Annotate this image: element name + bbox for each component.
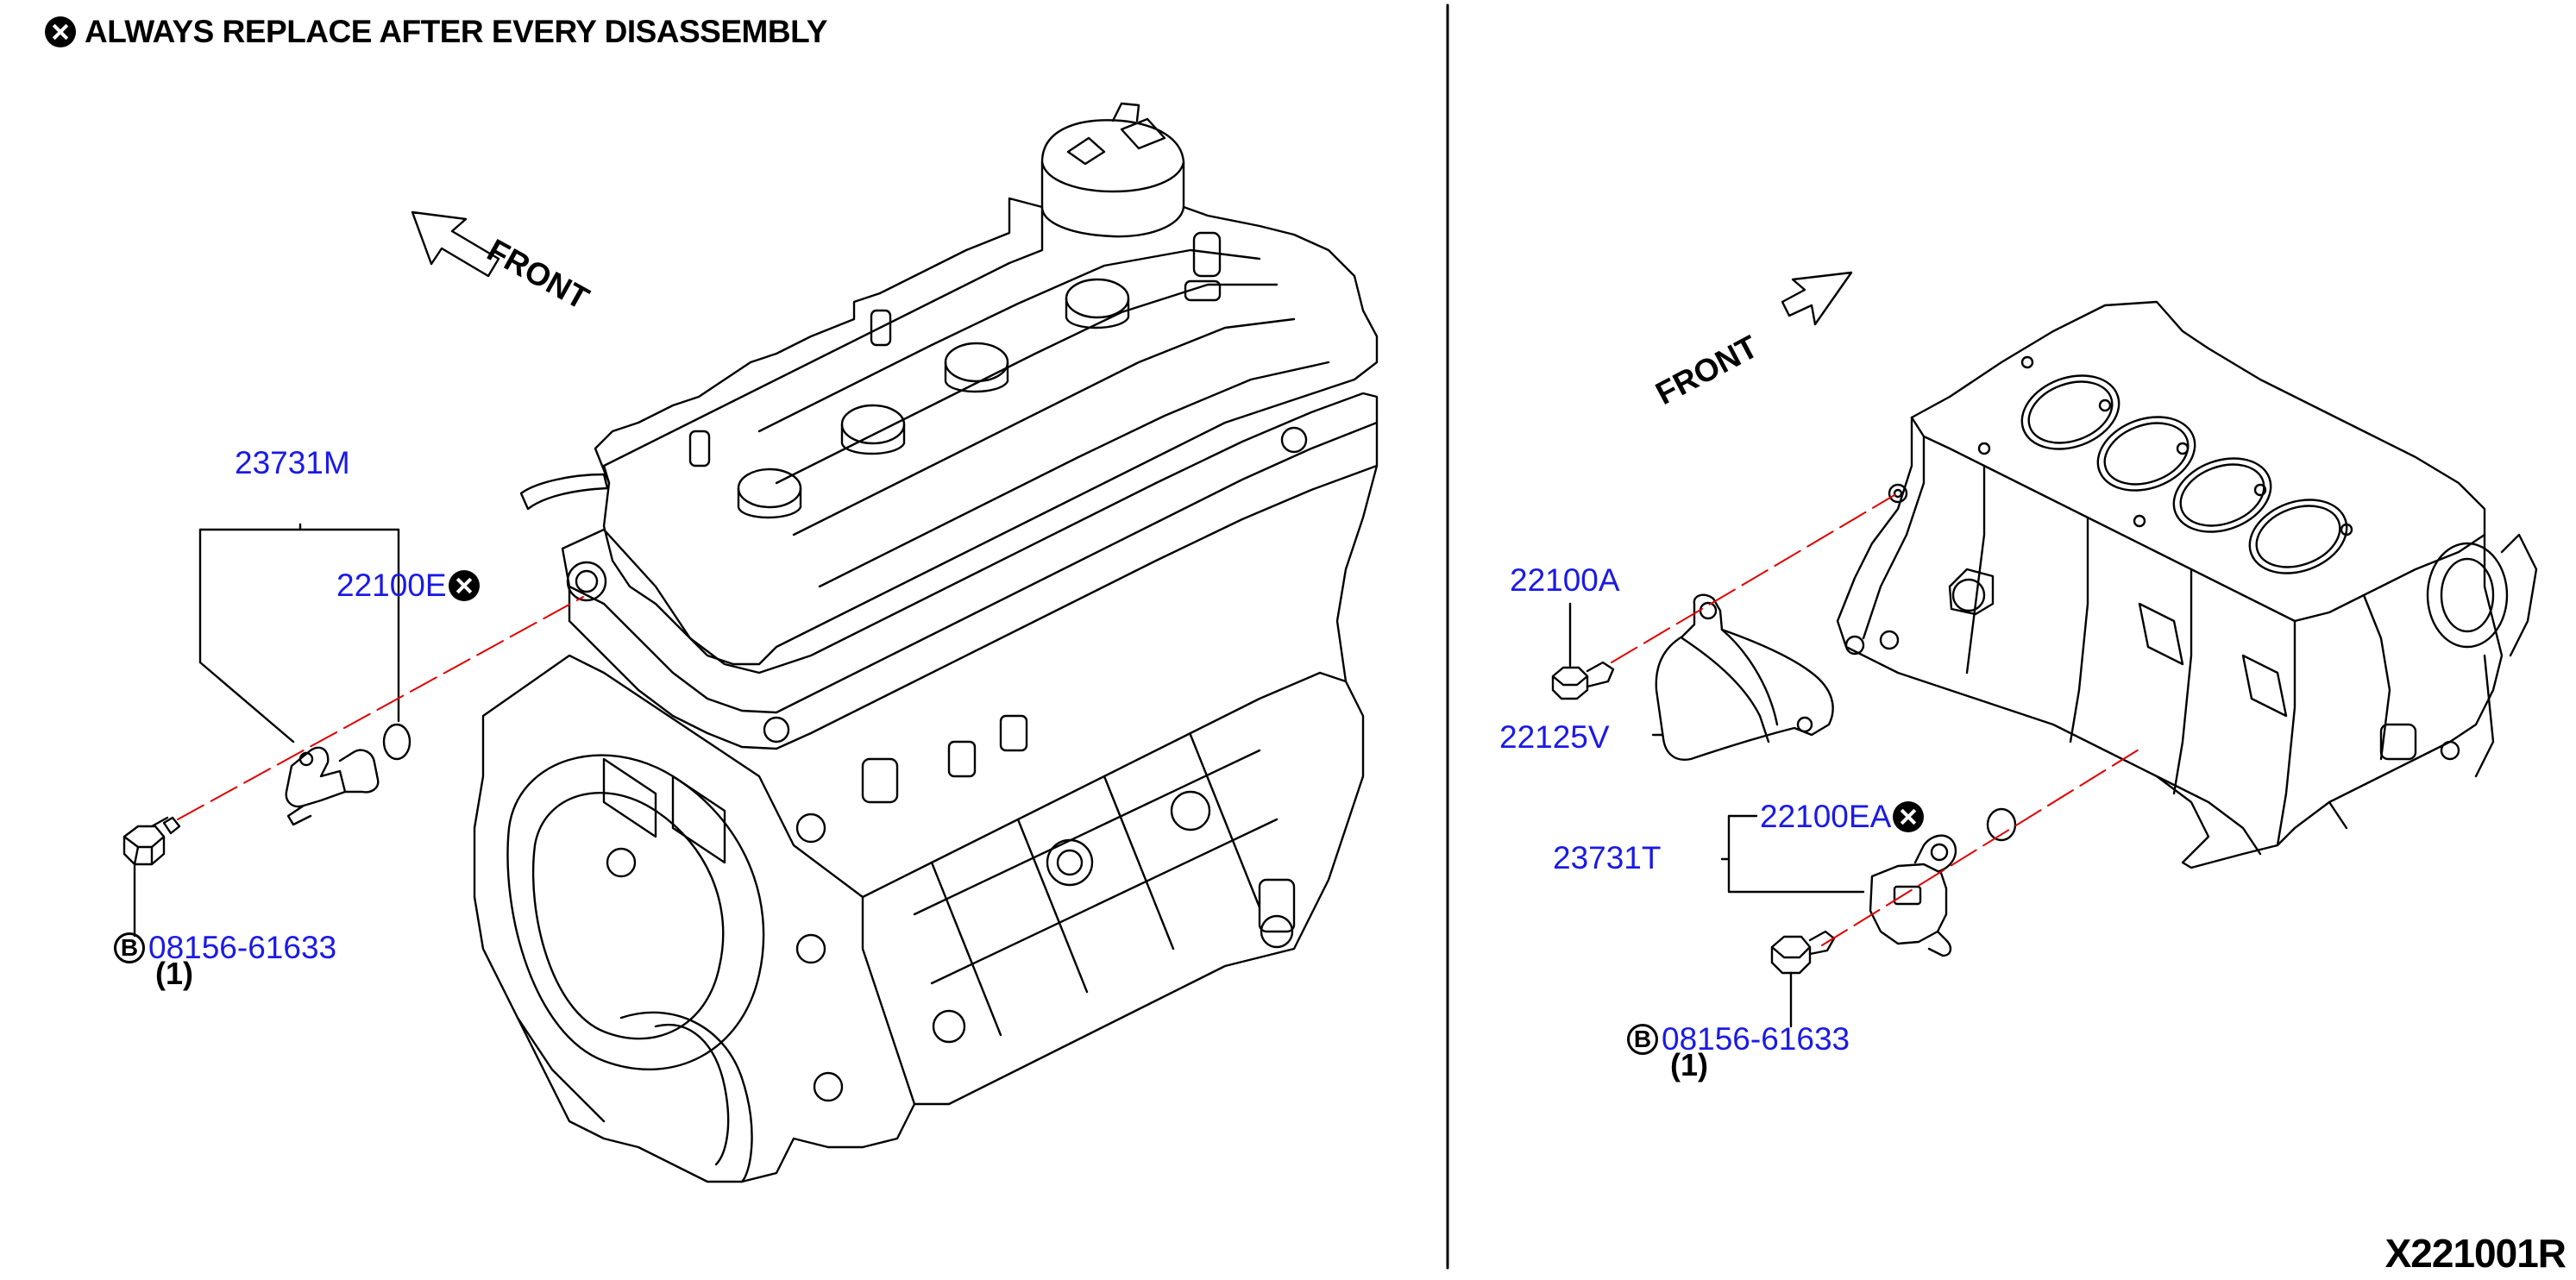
- replace-note-text: ALWAYS REPLACE AFTER EVERY DISASSEMBLY: [85, 14, 827, 49]
- replace-symbol-icon: [1893, 801, 1925, 832]
- camshaft-sensor-left-drawing: [285, 746, 380, 826]
- part-label-22100e: 22100E: [336, 568, 480, 604]
- camshaft-sensor-right-drawing: [1869, 834, 1957, 957]
- part-label-22100ea: 22100EA: [1760, 799, 1925, 835]
- part-number-23731m[interactable]: 23731M: [235, 445, 350, 480]
- part-number-23731t[interactable]: 23731T: [1553, 840, 1662, 875]
- replace-note: ALWAYS REPLACE AFTER EVERY DISASSEMBLY: [45, 14, 827, 50]
- engine-assembly-drawing: [473, 102, 1379, 1183]
- cylinder-block-drawing: [1836, 300, 2538, 869]
- bolt-marker-b-icon: B: [114, 932, 145, 963]
- leader-bracket-23731m: [198, 523, 400, 744]
- bolt-right-drawing: [1770, 930, 1836, 975]
- assembly-path-right-lower: [1821, 746, 2144, 946]
- part-number-bolt-left[interactable]: 08156-61633: [148, 930, 337, 965]
- part-number-22125v[interactable]: 22125V: [1499, 719, 1610, 755]
- part-label-bolt-left: B 08156-61633: [114, 930, 336, 966]
- bolt-marker-b-icon: B: [1627, 1024, 1658, 1055]
- part-number-22100e[interactable]: 22100E: [336, 568, 447, 603]
- part-number-bolt-right[interactable]: 08156-61633: [1662, 1021, 1850, 1057]
- bolt-quantity-right: (1): [1670, 1047, 1708, 1082]
- bolt-22100a-drawing: [1551, 661, 1615, 700]
- assembly-path-right-upper: [1611, 494, 1895, 663]
- assembly-path-left: [177, 596, 584, 820]
- front-label-right: FRONT: [1650, 329, 1764, 411]
- part-number-22100ea[interactable]: 22100EA: [1760, 799, 1892, 834]
- part-number-22100a[interactable]: 22100A: [1510, 562, 1620, 598]
- part-label-bolt-right: B 08156-61633: [1627, 1021, 1850, 1057]
- front-label-left: FRONT: [481, 232, 595, 317]
- o-ring-right-drawing: [1986, 807, 2017, 842]
- leader-bracket-23731t: [1720, 814, 1865, 894]
- replace-symbol-icon: [448, 570, 480, 601]
- sensor-bracket-drawing: [1655, 593, 1834, 761]
- front-arrow-left-icon: [411, 210, 500, 278]
- replace-symbol-icon: [45, 16, 76, 47]
- bolt-left-drawing: [123, 816, 181, 866]
- bolt-quantity-left: (1): [155, 956, 193, 991]
- diagram-code: X221001R: [2384, 1231, 2567, 1276]
- o-ring-left-drawing: [382, 723, 412, 761]
- front-arrow-right-icon: [1781, 271, 1853, 326]
